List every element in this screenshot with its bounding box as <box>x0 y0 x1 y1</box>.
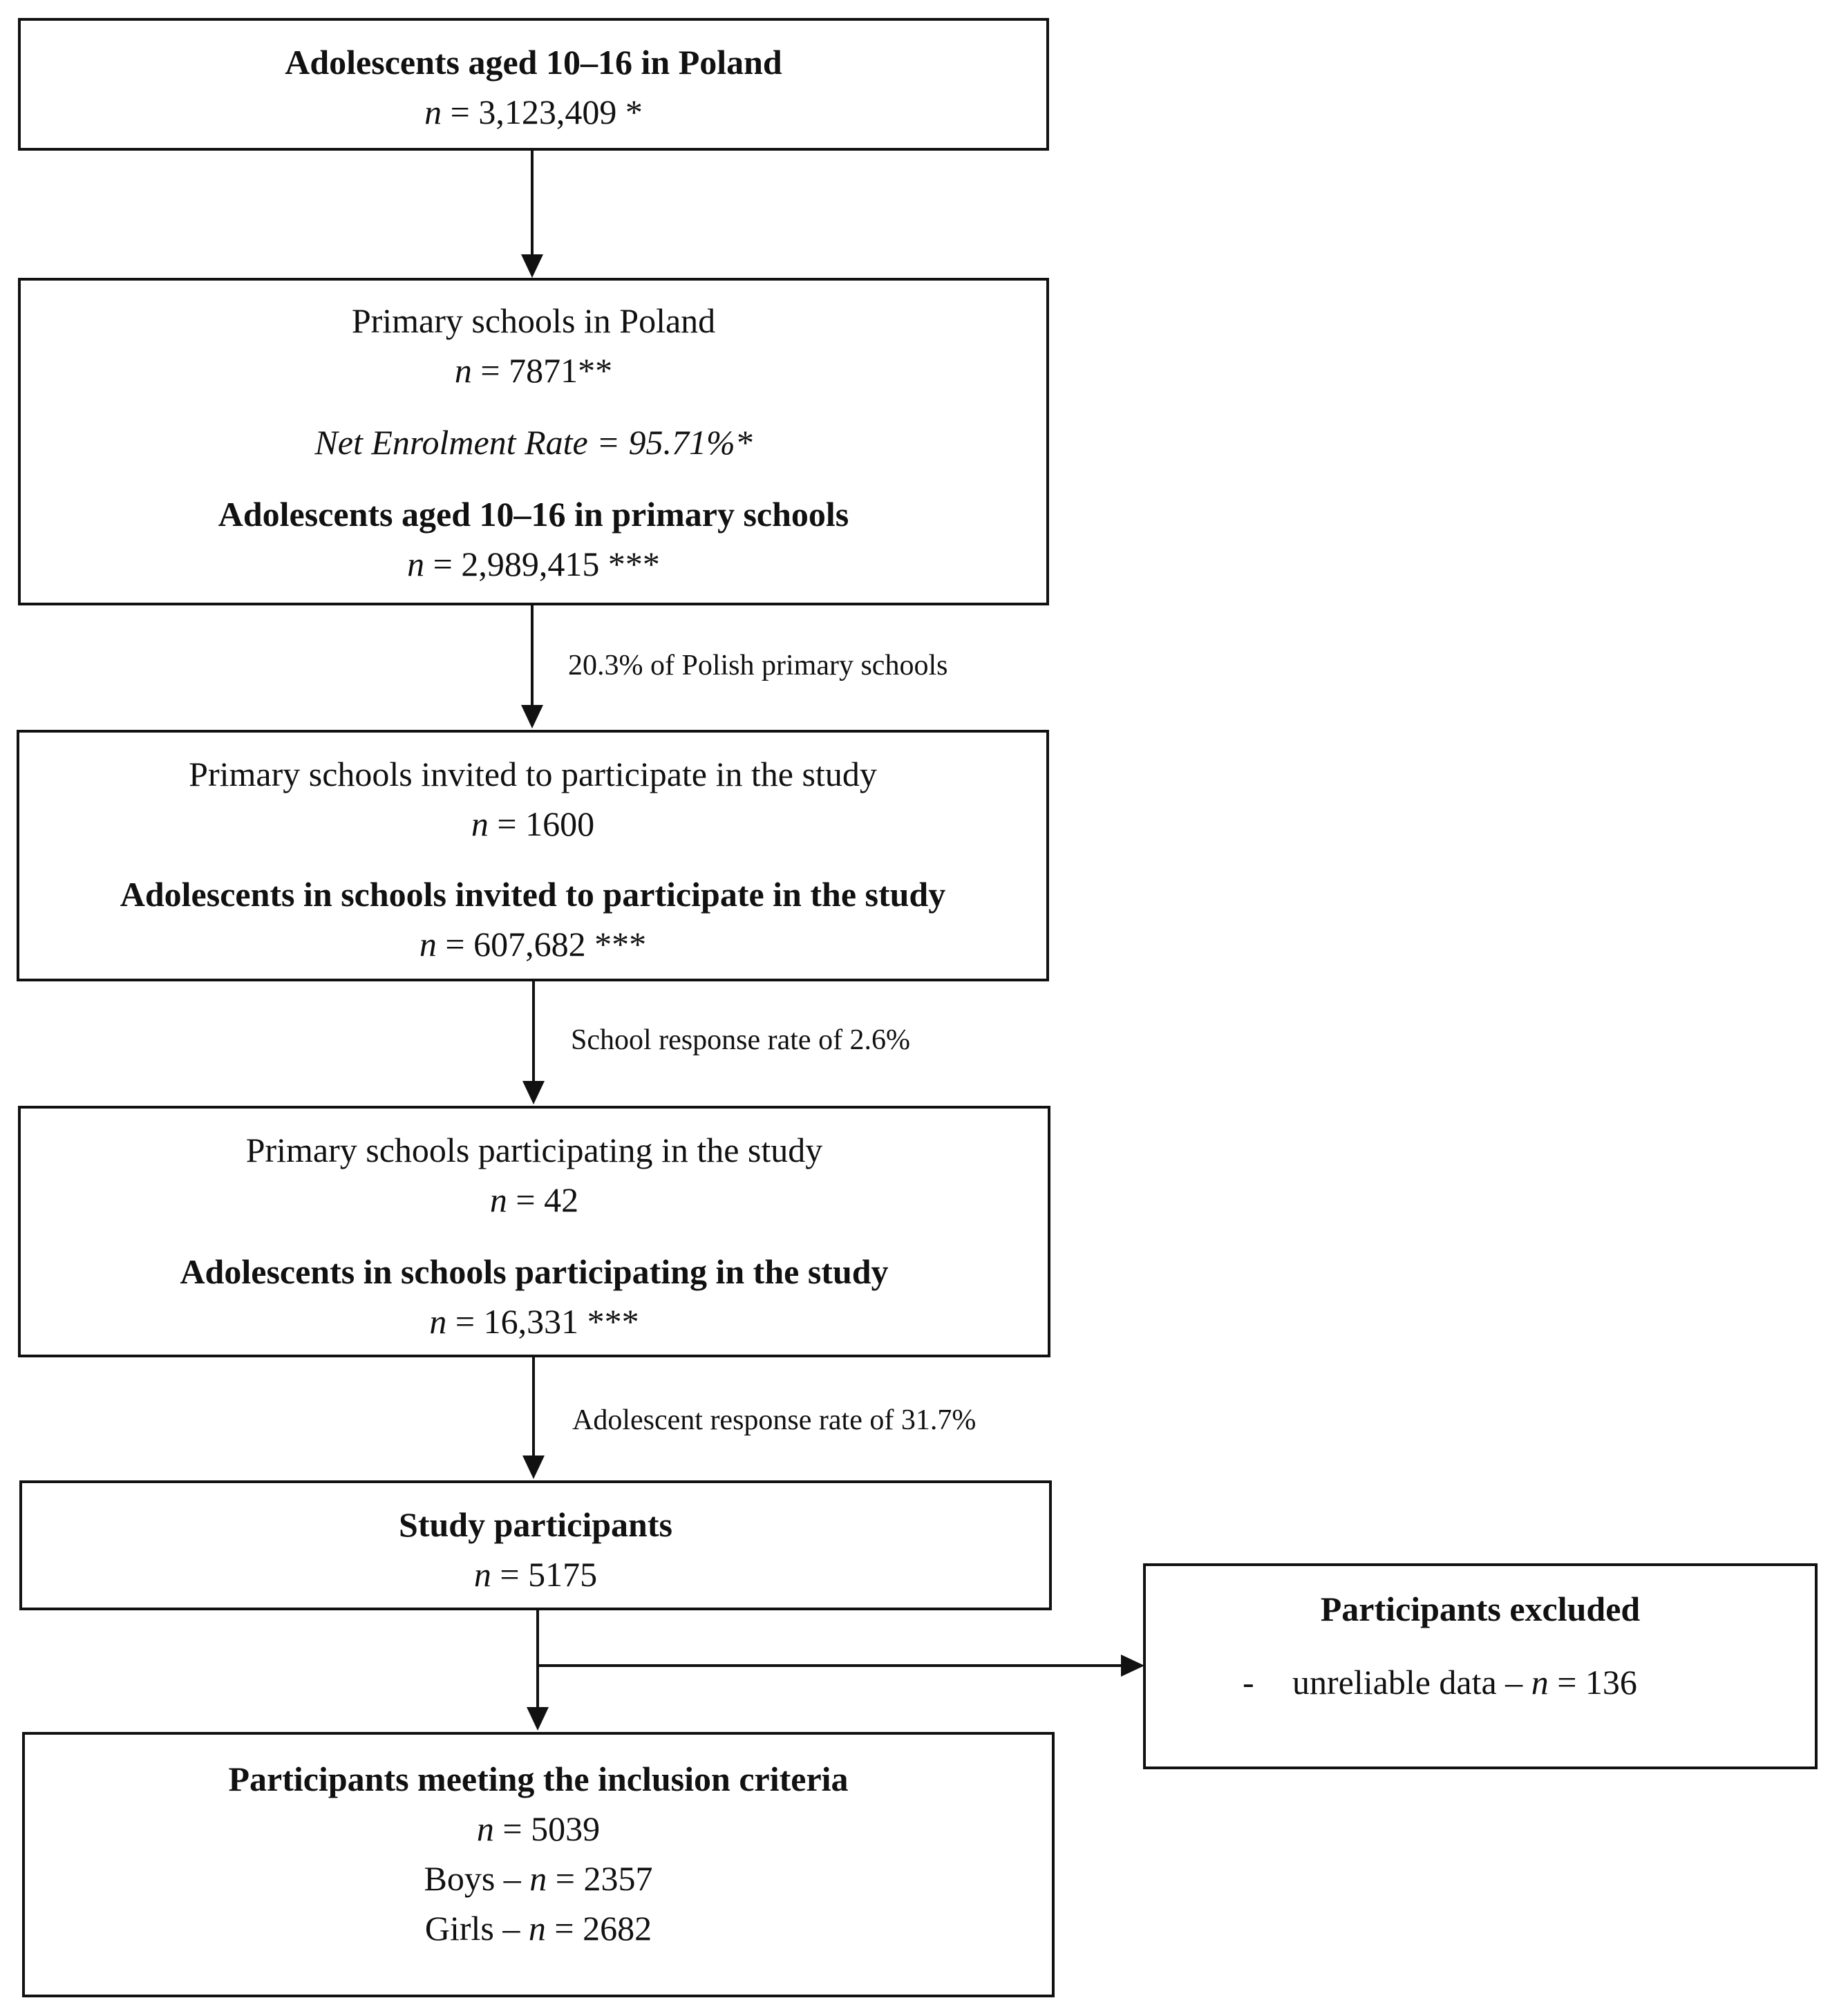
invited-adolescents-title: Adolescents in schools invited to partic… <box>120 875 946 914</box>
included-girls: Girls – n = 2682 <box>424 1909 652 1948</box>
box-participating-schools: Primary schools participating in the stu… <box>18 1106 1050 1357</box>
participants-title: Study participants <box>399 1505 672 1544</box>
participating-schools-count: n = 42 <box>489 1180 579 1219</box>
arrow-2-label: 20.3% of Polish primary schools <box>568 650 948 681</box>
excluded-reason: -unreliable data – n = 136 <box>1243 1663 1637 1702</box>
population-count: n = 3,123,409 * <box>424 93 643 131</box>
arrow-excluded <box>538 1655 1144 1677</box>
included-count: n = 5039 <box>476 1809 601 1848</box>
included-boys: Boys – n = 2357 <box>424 1859 653 1898</box>
excluded-title: Participants excluded <box>1320 1590 1641 1628</box>
invited-adolescents-count: n = 607,682 *** <box>419 925 647 963</box>
arrow-4-label: Adolescent response rate of 31.7% <box>572 1404 977 1436</box>
adolescents-primary-title: Adolescents aged 10–16 in primary school… <box>218 495 849 534</box>
enrolment-rate: Net Enrolment Rate = 95.71%* <box>314 423 753 462</box>
schools-count: n = 7871** <box>454 351 613 390</box>
participants-count: n = 5175 <box>473 1555 598 1594</box>
arrow-1 <box>521 151 543 278</box>
participating-adolescents-title: Adolescents in schools participating in … <box>180 1252 889 1291</box>
arrow-2 <box>521 605 543 728</box>
arrow-3-label: School response rate of 2.6% <box>571 1024 911 1056</box>
population-title: Adolescents aged 10–16 in Poland <box>285 43 782 82</box>
schools-label: Primary schools in Poland <box>351 301 716 340</box>
invited-schools-count: n = 1600 <box>471 804 595 843</box>
arrow-5 <box>527 1610 549 1731</box>
arrow-3 <box>522 981 545 1104</box>
box-included: Participants meeting the inclusion crite… <box>22 1732 1055 1997</box>
box-excluded: Participants excluded -unreliable data –… <box>1143 1563 1818 1769</box>
box-invited-schools: Primary schools invited to participate i… <box>17 730 1049 981</box>
excluded-bullet: - <box>1243 1663 1254 1702</box>
invited-schools-label: Primary schools invited to participate i… <box>189 755 877 793</box>
participating-schools-label: Primary schools participating in the stu… <box>245 1131 823 1169</box>
arrow-4 <box>522 1357 545 1479</box>
adolescents-primary-count: n = 2,989,415 *** <box>407 545 660 583</box>
box-study-participants: Study participants n = 5175 <box>19 1480 1052 1610</box>
included-title: Participants meeting the inclusion crite… <box>228 1760 849 1798</box>
box-primary-schools: Primary schools in Poland n = 7871** Net… <box>18 278 1049 605</box>
box-population: Adolescents aged 10–16 in Poland n = 3,1… <box>18 18 1049 151</box>
participating-adolescents-count: n = 16,331 *** <box>429 1302 639 1341</box>
